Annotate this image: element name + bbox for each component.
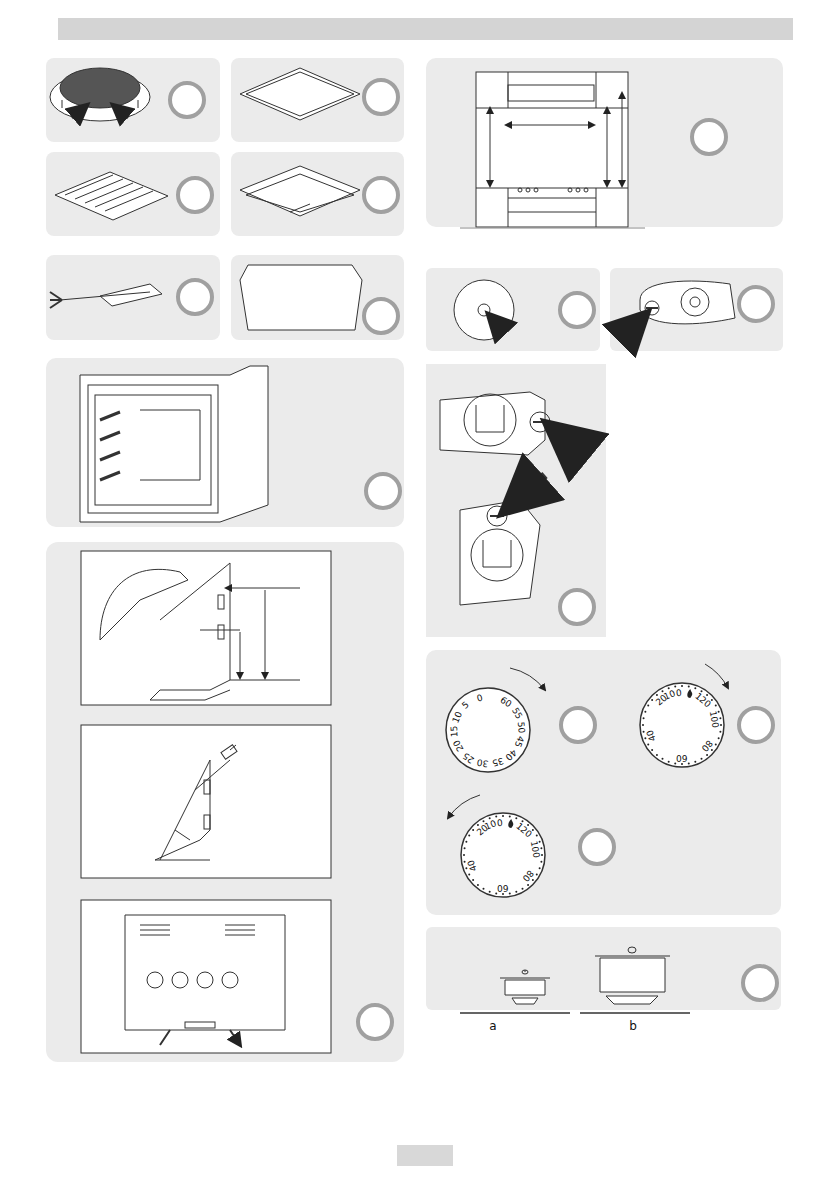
tick-dot — [495, 816, 497, 818]
tick-dot — [651, 749, 653, 751]
tick-dot — [642, 724, 644, 726]
tick-dot — [477, 824, 479, 826]
tick-dot — [656, 694, 658, 696]
tick-dot — [539, 841, 541, 843]
tick-dot — [644, 737, 646, 739]
dial-number: 0 — [676, 688, 682, 697]
tick-dot — [540, 847, 542, 849]
tick-dot — [643, 717, 645, 719]
tick-dot — [522, 820, 524, 822]
tick-dot — [643, 731, 645, 733]
flame-symbol — [687, 689, 692, 698]
tick-dot — [706, 754, 708, 756]
tick-dot — [651, 699, 653, 701]
tick-dot — [681, 763, 683, 765]
dial-number: 60 — [676, 753, 687, 762]
tick-dot — [502, 815, 504, 817]
tick-dot — [706, 694, 708, 696]
tick-dot — [463, 854, 465, 856]
tick-dot — [536, 874, 538, 876]
tick-dot — [668, 687, 670, 689]
tick-dot — [495, 892, 497, 894]
tick-dot — [644, 711, 646, 713]
tick-dot — [715, 744, 717, 746]
tick-dot — [656, 754, 658, 756]
tick-dot — [694, 761, 696, 763]
dial-number: 35 — [491, 756, 505, 768]
dial-number: 100 — [529, 840, 541, 858]
tick-dot — [701, 758, 703, 760]
tick-dot — [668, 761, 670, 763]
tick-dot — [694, 687, 696, 689]
tick-dot — [719, 731, 721, 733]
tick-dot — [465, 867, 467, 869]
tick-dot — [647, 744, 649, 746]
dial-number: 0 — [497, 818, 503, 827]
tick-dot — [536, 835, 538, 837]
tick-dot — [540, 861, 542, 863]
tick-dot — [711, 699, 713, 701]
tick-dot — [515, 891, 517, 893]
tick-dot — [464, 861, 466, 863]
tick-dot — [527, 884, 529, 886]
tick-dot — [539, 867, 541, 869]
dial-number: 60 — [497, 883, 508, 892]
dial-number: 50 — [516, 721, 526, 733]
pot-label: b — [629, 1020, 637, 1032]
tick-dot — [472, 829, 474, 831]
tick-dot — [674, 686, 676, 688]
tick-dot — [502, 893, 504, 895]
tick-dot — [715, 705, 717, 707]
dial-number: 100 — [708, 710, 720, 728]
tick-dot — [489, 817, 491, 819]
tick-dot — [477, 884, 479, 886]
tick-dot — [662, 758, 664, 760]
dial-number: 15 — [450, 726, 460, 738]
tick-dot — [483, 888, 485, 890]
tick-dot — [509, 816, 511, 818]
tick-dot — [472, 879, 474, 881]
tick-dot — [509, 892, 511, 894]
tick-dot — [532, 879, 534, 881]
dial-number: 30 — [476, 757, 489, 768]
tick-dot — [718, 711, 720, 713]
tick-dot — [541, 854, 543, 856]
tick-dot — [711, 749, 713, 751]
tick-dot — [464, 847, 466, 849]
tick-dot — [515, 817, 517, 819]
tick-dot — [468, 874, 470, 876]
tick-dot — [688, 762, 690, 764]
tick-dot — [701, 690, 703, 692]
tick-dot — [718, 737, 720, 739]
flame-symbol — [508, 819, 513, 828]
tick-dot — [468, 835, 470, 837]
tick-dot — [719, 717, 721, 719]
tick-dot — [465, 841, 467, 843]
tick-dot — [681, 685, 683, 687]
pot-label: a — [489, 1020, 496, 1032]
tick-dot — [522, 888, 524, 890]
tick-dot — [532, 829, 534, 831]
tick-dot — [688, 686, 690, 688]
tick-dot — [647, 705, 649, 707]
tick-dot — [527, 824, 529, 826]
tick-dot — [720, 724, 722, 726]
tick-dot — [674, 762, 676, 764]
tick-dot — [489, 891, 491, 893]
